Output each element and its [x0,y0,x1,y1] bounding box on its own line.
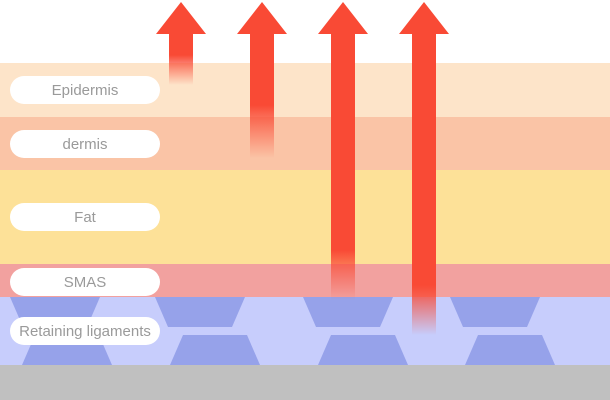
label-epidermis: Epidermis [10,76,160,104]
energy-arrow [318,2,368,300]
ligament-shapes [10,297,555,365]
label-fat: Fat [10,203,160,231]
ligament-shape [155,297,245,327]
arrow-head [237,2,287,34]
ligament-shape [318,335,408,365]
energy-arrow [399,2,449,335]
arrow-head [318,2,368,34]
arrow-head [156,2,206,34]
arrow-head [399,2,449,34]
bone-layer [0,365,610,400]
energy-arrow [156,2,206,85]
ligament-shape [170,335,260,365]
energy-arrow [237,2,287,158]
ligament-shape [465,335,555,365]
label-smas: SMAS [10,268,160,296]
arrow-shaft [412,33,436,335]
label-retaining-ligaments: Retaining ligaments [10,317,160,345]
ligament-shape [450,297,540,327]
energy-arrows [156,2,449,335]
arrow-shaft [169,33,193,85]
arrow-shaft [250,33,274,158]
arrow-shaft [331,33,355,300]
label-dermis: dermis [10,130,160,158]
ligament-shape [303,297,393,327]
